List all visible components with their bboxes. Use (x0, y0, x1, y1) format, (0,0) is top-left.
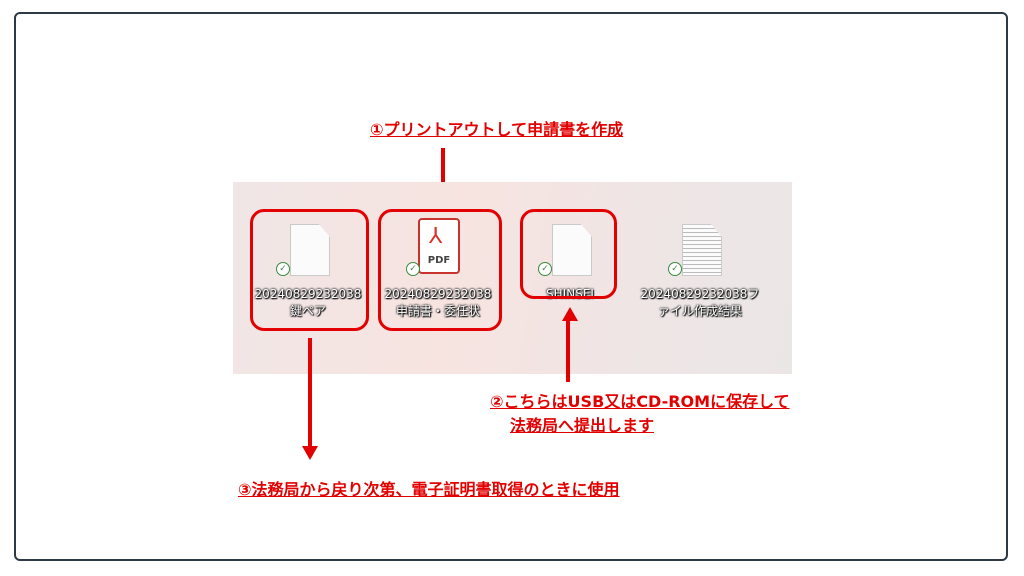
file-name-2: 申請書・委任状 (395, 304, 480, 318)
arrow-keypair-shaft (308, 338, 312, 448)
synced-check-icon: ✓ (668, 262, 682, 276)
arrow-down-icon (302, 446, 318, 460)
content-frame (14, 12, 1008, 561)
file-name: 20240829232038 (254, 287, 362, 301)
highlight-shinsei (520, 209, 617, 299)
blank-file-icon (290, 224, 330, 276)
arrow-up-icon (562, 307, 578, 321)
file-name-2: 鍵ペア (289, 304, 326, 318)
synced-check-icon: ✓ (276, 262, 290, 276)
arrow-submit-shaft (566, 320, 570, 382)
note-certificate: ③法務局から戻り次第、電子証明書取得のときに使用 (238, 480, 620, 499)
note-print: ①プリントアウトして申請書を作成 (370, 120, 624, 139)
pdf-file-icon: ⅄PDF (418, 218, 460, 274)
arrow-print-shaft (441, 148, 445, 188)
synced-check-icon: ✓ (406, 262, 420, 276)
desktop-panel: ✓ 20240829232038 鍵ペア ⅄PDF ✓ 2024082923203… (233, 182, 792, 374)
file-name: 20240829232038フ (640, 287, 760, 301)
highlight-pdf (378, 209, 502, 331)
note-submit-1: ②こちらはUSB又はCD-ROMに保存して (490, 392, 790, 411)
text-file-icon (682, 224, 722, 276)
file-name: 20240829232038 (384, 287, 492, 301)
highlight-key-pair (250, 209, 369, 331)
note-submit-2: 法務局へ提出します (510, 416, 655, 435)
blank-file-icon (552, 224, 592, 276)
synced-check-icon: ✓ (538, 262, 552, 276)
file-name-2: ァイル作成結果 (657, 304, 742, 318)
